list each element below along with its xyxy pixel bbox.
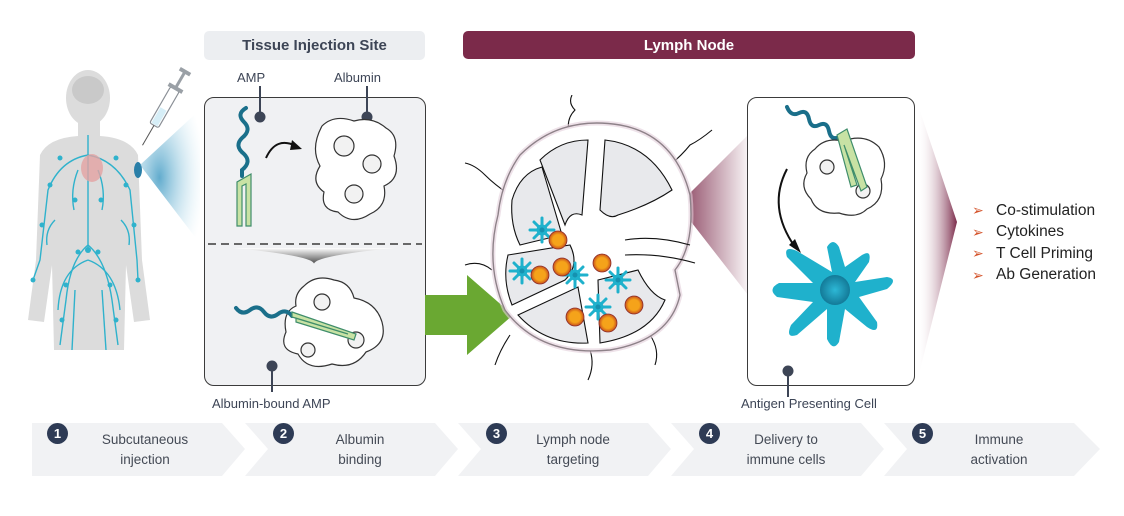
callout-albumin-bound-amp — [266, 360, 278, 392]
lymph-node-header: Lymph Node — [463, 31, 915, 59]
lymph-node-illustration — [464, 95, 748, 381]
human-body-illustration — [28, 66, 200, 351]
albumin-bound-amp-label: Albumin-bound AMP — [212, 396, 331, 411]
step-number-badge: 2 — [273, 423, 294, 444]
step-number-badge: 1 — [47, 423, 68, 444]
amp-anchor — [236, 172, 252, 227]
callout-apc — [782, 365, 794, 397]
outcome-ab-generation: ➢ Ab Generation — [972, 265, 1096, 287]
antigen-presenting-cell-label: Antigen Presenting Cell — [741, 396, 877, 411]
uptake-arrow — [777, 168, 796, 248]
tissue-injection-site-header: Tissue Injection Site — [204, 31, 425, 60]
heart — [81, 154, 103, 182]
dendritic-cells — [508, 216, 632, 321]
chevron-shape — [884, 423, 1100, 476]
outcome-t-cell-priming: ➢ T Cell Priming — [972, 243, 1096, 265]
callout-amp — [254, 86, 266, 123]
injection-site — [134, 162, 142, 178]
amp-chain-apc — [785, 105, 841, 141]
immune-outcomes-list: ➢ Co-stimulation ➢ Cytokines ➢ T Cell Pr… — [972, 200, 1096, 286]
zoom-cone-outcomes — [917, 102, 957, 382]
chevron-shape — [245, 423, 458, 476]
bullet-arrow-icon: ➢ — [972, 202, 984, 219]
outcome-cytokines: ➢ Cytokines — [972, 222, 1096, 244]
arrow-head — [290, 140, 302, 150]
chevron-shape — [32, 423, 245, 476]
apc-nucleus — [820, 275, 850, 305]
albumin-binding-illustration — [208, 86, 422, 392]
amp-anchor-bound — [291, 311, 357, 341]
hair — [72, 76, 104, 104]
outcome-label: Ab Generation — [996, 266, 1096, 284]
zoom-cone-lymph — [678, 135, 748, 295]
step-number-badge: 3 — [486, 423, 507, 444]
callout-albumin — [361, 86, 373, 123]
amp-label: AMP — [237, 70, 266, 85]
albumin-protein-bound — [283, 277, 384, 367]
step-number-badge: 4 — [699, 423, 720, 444]
chevron-shape — [458, 423, 671, 476]
syringe-icon — [142, 66, 192, 146]
apc-illustration — [772, 102, 957, 397]
amp-anchor-apc — [836, 128, 868, 192]
bullet-arrow-icon: ➢ — [972, 223, 984, 240]
outcome-label: T Cell Priming — [996, 244, 1094, 262]
outcome-label: Cytokines — [996, 223, 1065, 241]
outcome-co-stimulation: ➢ Co-stimulation — [972, 200, 1096, 222]
bullet-arrow-icon: ➢ — [972, 245, 984, 262]
antigen-particles — [530, 230, 644, 333]
lymph-nodes — [30, 155, 141, 323]
green-arrow-icon — [425, 275, 513, 355]
amp-chain-bound — [234, 305, 294, 319]
albumin-label: Albumin — [334, 70, 381, 85]
amp-chain — [236, 106, 250, 178]
outcome-label: Co-stimulation — [996, 201, 1096, 219]
step-number-badge: 5 — [912, 423, 933, 444]
funnel-arrow — [234, 248, 394, 264]
bullet-arrow-icon: ➢ — [972, 266, 984, 283]
albumin-protein — [314, 117, 397, 221]
chevron-shape — [671, 423, 884, 476]
zoom-cone — [140, 109, 200, 244]
lymphatic-system — [32, 135, 139, 351]
uptake-arrow-head — [789, 239, 801, 253]
